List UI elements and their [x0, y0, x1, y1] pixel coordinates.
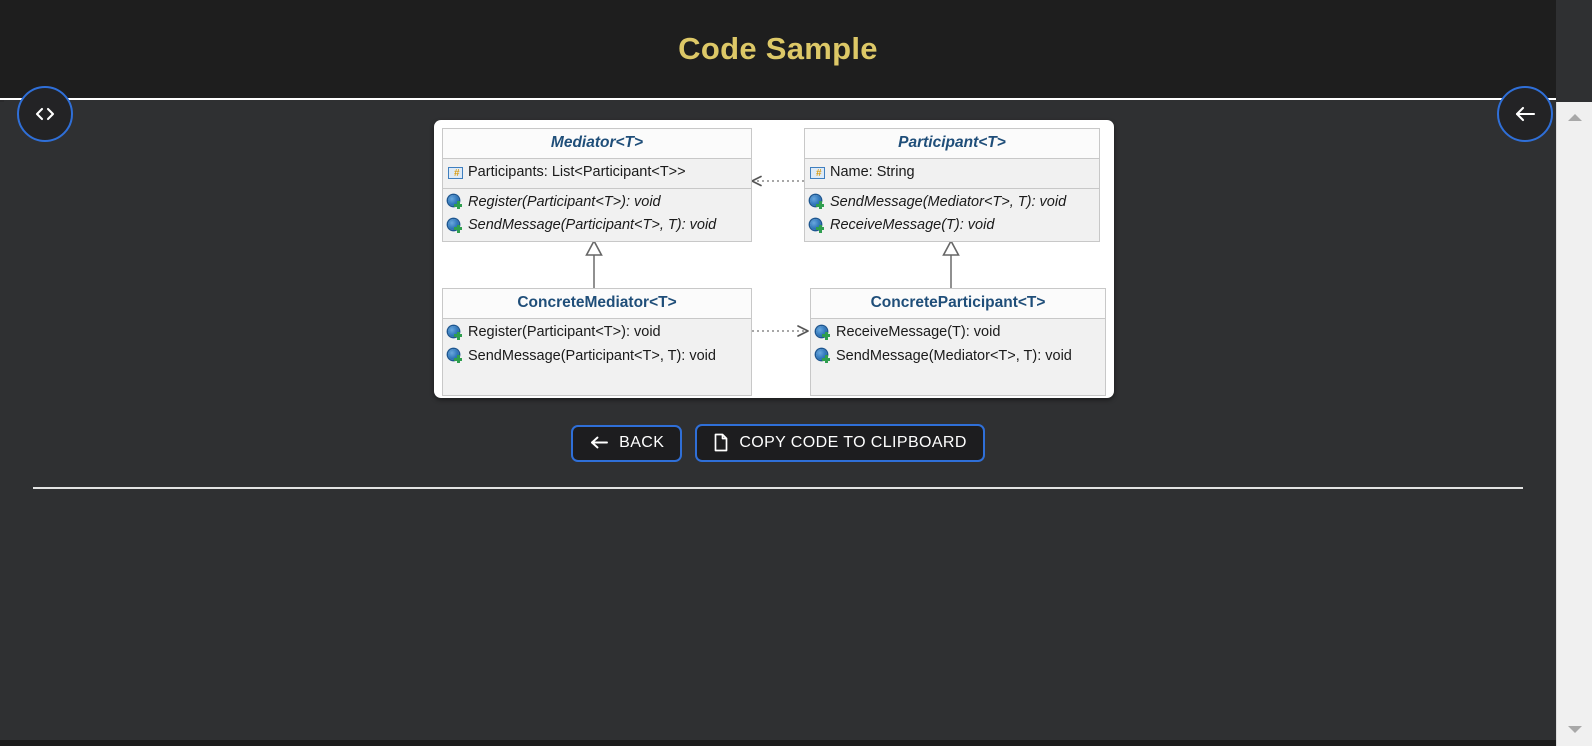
view-code-button[interactable] — [17, 86, 73, 142]
uml-method-row: SendMessage(Participant<T>, T): void — [443, 214, 751, 238]
arrow-left-icon — [1513, 105, 1537, 123]
uml-class-spacer — [443, 371, 751, 395]
uml-method-row: SendMessage(Mediator<T>, T): void — [811, 345, 1105, 369]
uml-method-label: Register(Participant<T>): void — [468, 324, 661, 340]
uml-method-label: Register(Participant<T>): void — [468, 193, 661, 210]
method-icon — [816, 325, 832, 341]
uml-methods-section: Register(Participant<T>): void SendMessa… — [443, 187, 751, 241]
content-divider — [33, 487, 1523, 489]
uml-method-label: SendMessage(Mediator<T>, T): void — [830, 193, 1067, 210]
uml-method-label: ReceiveMessage(T): void — [830, 217, 995, 234]
copy-code-button[interactable]: COPY CODE TO CLIPBOARD — [695, 424, 985, 462]
uml-fields-section: Participants: List<Participant<T>> — [443, 159, 751, 188]
uml-connectors — [434, 120, 1114, 398]
back-button[interactable]: BACK — [571, 424, 683, 462]
back-button-label: BACK — [619, 433, 665, 451]
main-content: Mediator<T> Participants: List<Participa… — [0, 102, 1556, 746]
uml-field-row: Name: String — [805, 161, 1099, 185]
document-copy-icon — [713, 433, 729, 452]
method-icon — [448, 218, 464, 234]
uml-method-label: ReceiveMessage(T): void — [836, 324, 1001, 340]
uml-field-label: Participants: List<Participant<T>> — [468, 164, 686, 180]
back-nav-button[interactable] — [1497, 86, 1553, 142]
method-icon — [448, 348, 464, 364]
uml-class-concrete-mediator[interactable]: ConcreteMediator<T> Register(Participant… — [442, 288, 752, 397]
uml-method-label: SendMessage(Mediator<T>, T): void — [836, 347, 1072, 364]
arrow-left-icon — [589, 435, 609, 450]
uml-methods-section: Register(Participant<T>): void SendMessa… — [443, 319, 751, 371]
uml-canvas: Mediator<T> Participants: List<Participa… — [434, 120, 1114, 398]
vertical-scrollbar[interactable] — [1556, 102, 1592, 746]
uml-class-spacer — [811, 371, 1105, 395]
uml-methods-section: ReceiveMessage(T): void SendMessage(Medi… — [811, 319, 1105, 371]
uml-class-mediator[interactable]: Mediator<T> Participants: List<Participa… — [442, 128, 752, 242]
field-icon — [810, 165, 826, 181]
uml-method-row: SendMessage(Participant<T>, T): void — [443, 345, 751, 369]
method-icon — [816, 348, 832, 364]
uml-field-row: Participants: List<Participant<T>> — [443, 161, 751, 185]
action-button-row: BACK COPY CODE TO CLIPBOARD — [0, 424, 1556, 462]
uml-method-label: SendMessage(Participant<T>, T): void — [468, 217, 717, 234]
method-icon — [810, 218, 826, 234]
uml-class-title: ConcreteParticipant<T> — [811, 289, 1105, 319]
method-icon — [448, 194, 464, 210]
uml-method-row: SendMessage(Mediator<T>, T): void — [805, 191, 1099, 215]
copy-code-button-label: COPY CODE TO CLIPBOARD — [739, 433, 967, 451]
scroll-up-arrow-icon[interactable] — [1557, 106, 1592, 128]
uml-class-participant[interactable]: Participant<T> Name: String SendMessage(… — [804, 128, 1100, 242]
page-header: Code Sample — [0, 0, 1556, 100]
code-brackets-icon — [34, 106, 56, 122]
method-icon — [448, 325, 464, 341]
bottom-strip — [0, 740, 1592, 746]
method-icon — [810, 194, 826, 210]
uml-class-title: ConcreteMediator<T> — [443, 289, 751, 319]
page-title: Code Sample — [678, 31, 878, 66]
uml-field-label: Name: String — [830, 164, 915, 180]
uml-method-row: Register(Participant<T>): void — [443, 321, 751, 345]
uml-class-title: Mediator<T> — [443, 129, 751, 159]
uml-method-label: SendMessage(Participant<T>, T): void — [468, 347, 716, 364]
uml-fields-section: Name: String — [805, 159, 1099, 188]
scroll-down-arrow-icon[interactable] — [1557, 718, 1592, 740]
uml-class-title: Participant<T> — [805, 129, 1099, 159]
uml-class-concrete-participant[interactable]: ConcreteParticipant<T> ReceiveMessage(T)… — [810, 288, 1106, 397]
uml-method-row: ReceiveMessage(T): void — [811, 321, 1105, 345]
uml-diagram-panel: Mediator<T> Participants: List<Participa… — [434, 120, 1114, 398]
scrollbar-track[interactable] — [1557, 128, 1592, 718]
uml-method-row: Register(Participant<T>): void — [443, 191, 751, 215]
uml-methods-section: SendMessage(Mediator<T>, T): void Receiv… — [805, 187, 1099, 241]
uml-method-row: ReceiveMessage(T): void — [805, 214, 1099, 238]
field-icon — [448, 165, 464, 181]
